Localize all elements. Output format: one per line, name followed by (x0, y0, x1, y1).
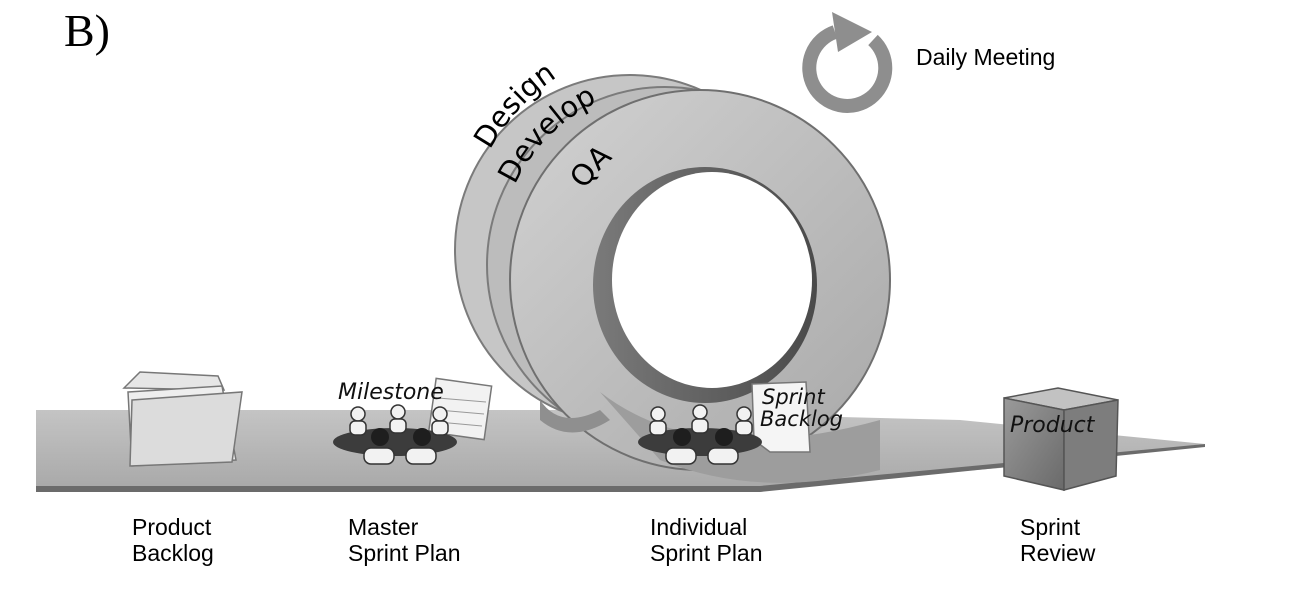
team-meeting-icon (333, 404, 457, 465)
milestone-tag: Milestone (338, 380, 444, 405)
backlog-sheet-icon (751, 381, 811, 453)
refresh-cycle-icon (802, 12, 893, 113)
stage-caption-master-sprint-plan: Master Sprint Plan (348, 514, 461, 566)
figure-label: B) (64, 5, 110, 56)
product-tag: Product (1010, 413, 1096, 438)
stage-caption-individual-sprint-plan: Individual Sprint Plan (650, 514, 763, 566)
sprint-backlog-tag-line1: Sprint (762, 385, 825, 409)
iteration-loop (454, 74, 891, 483)
sprint-backlog-tag-line2: Backlog (760, 407, 843, 431)
team-meeting-icon (638, 404, 762, 465)
stage-caption-sprint-review: Sprint Review (1020, 514, 1096, 566)
folder-icon (122, 371, 243, 467)
stage-caption-product-backlog: Product Backlog (132, 514, 214, 566)
daily-meeting-label: Daily Meeting (916, 44, 1056, 70)
product-box-icon (1003, 387, 1119, 491)
